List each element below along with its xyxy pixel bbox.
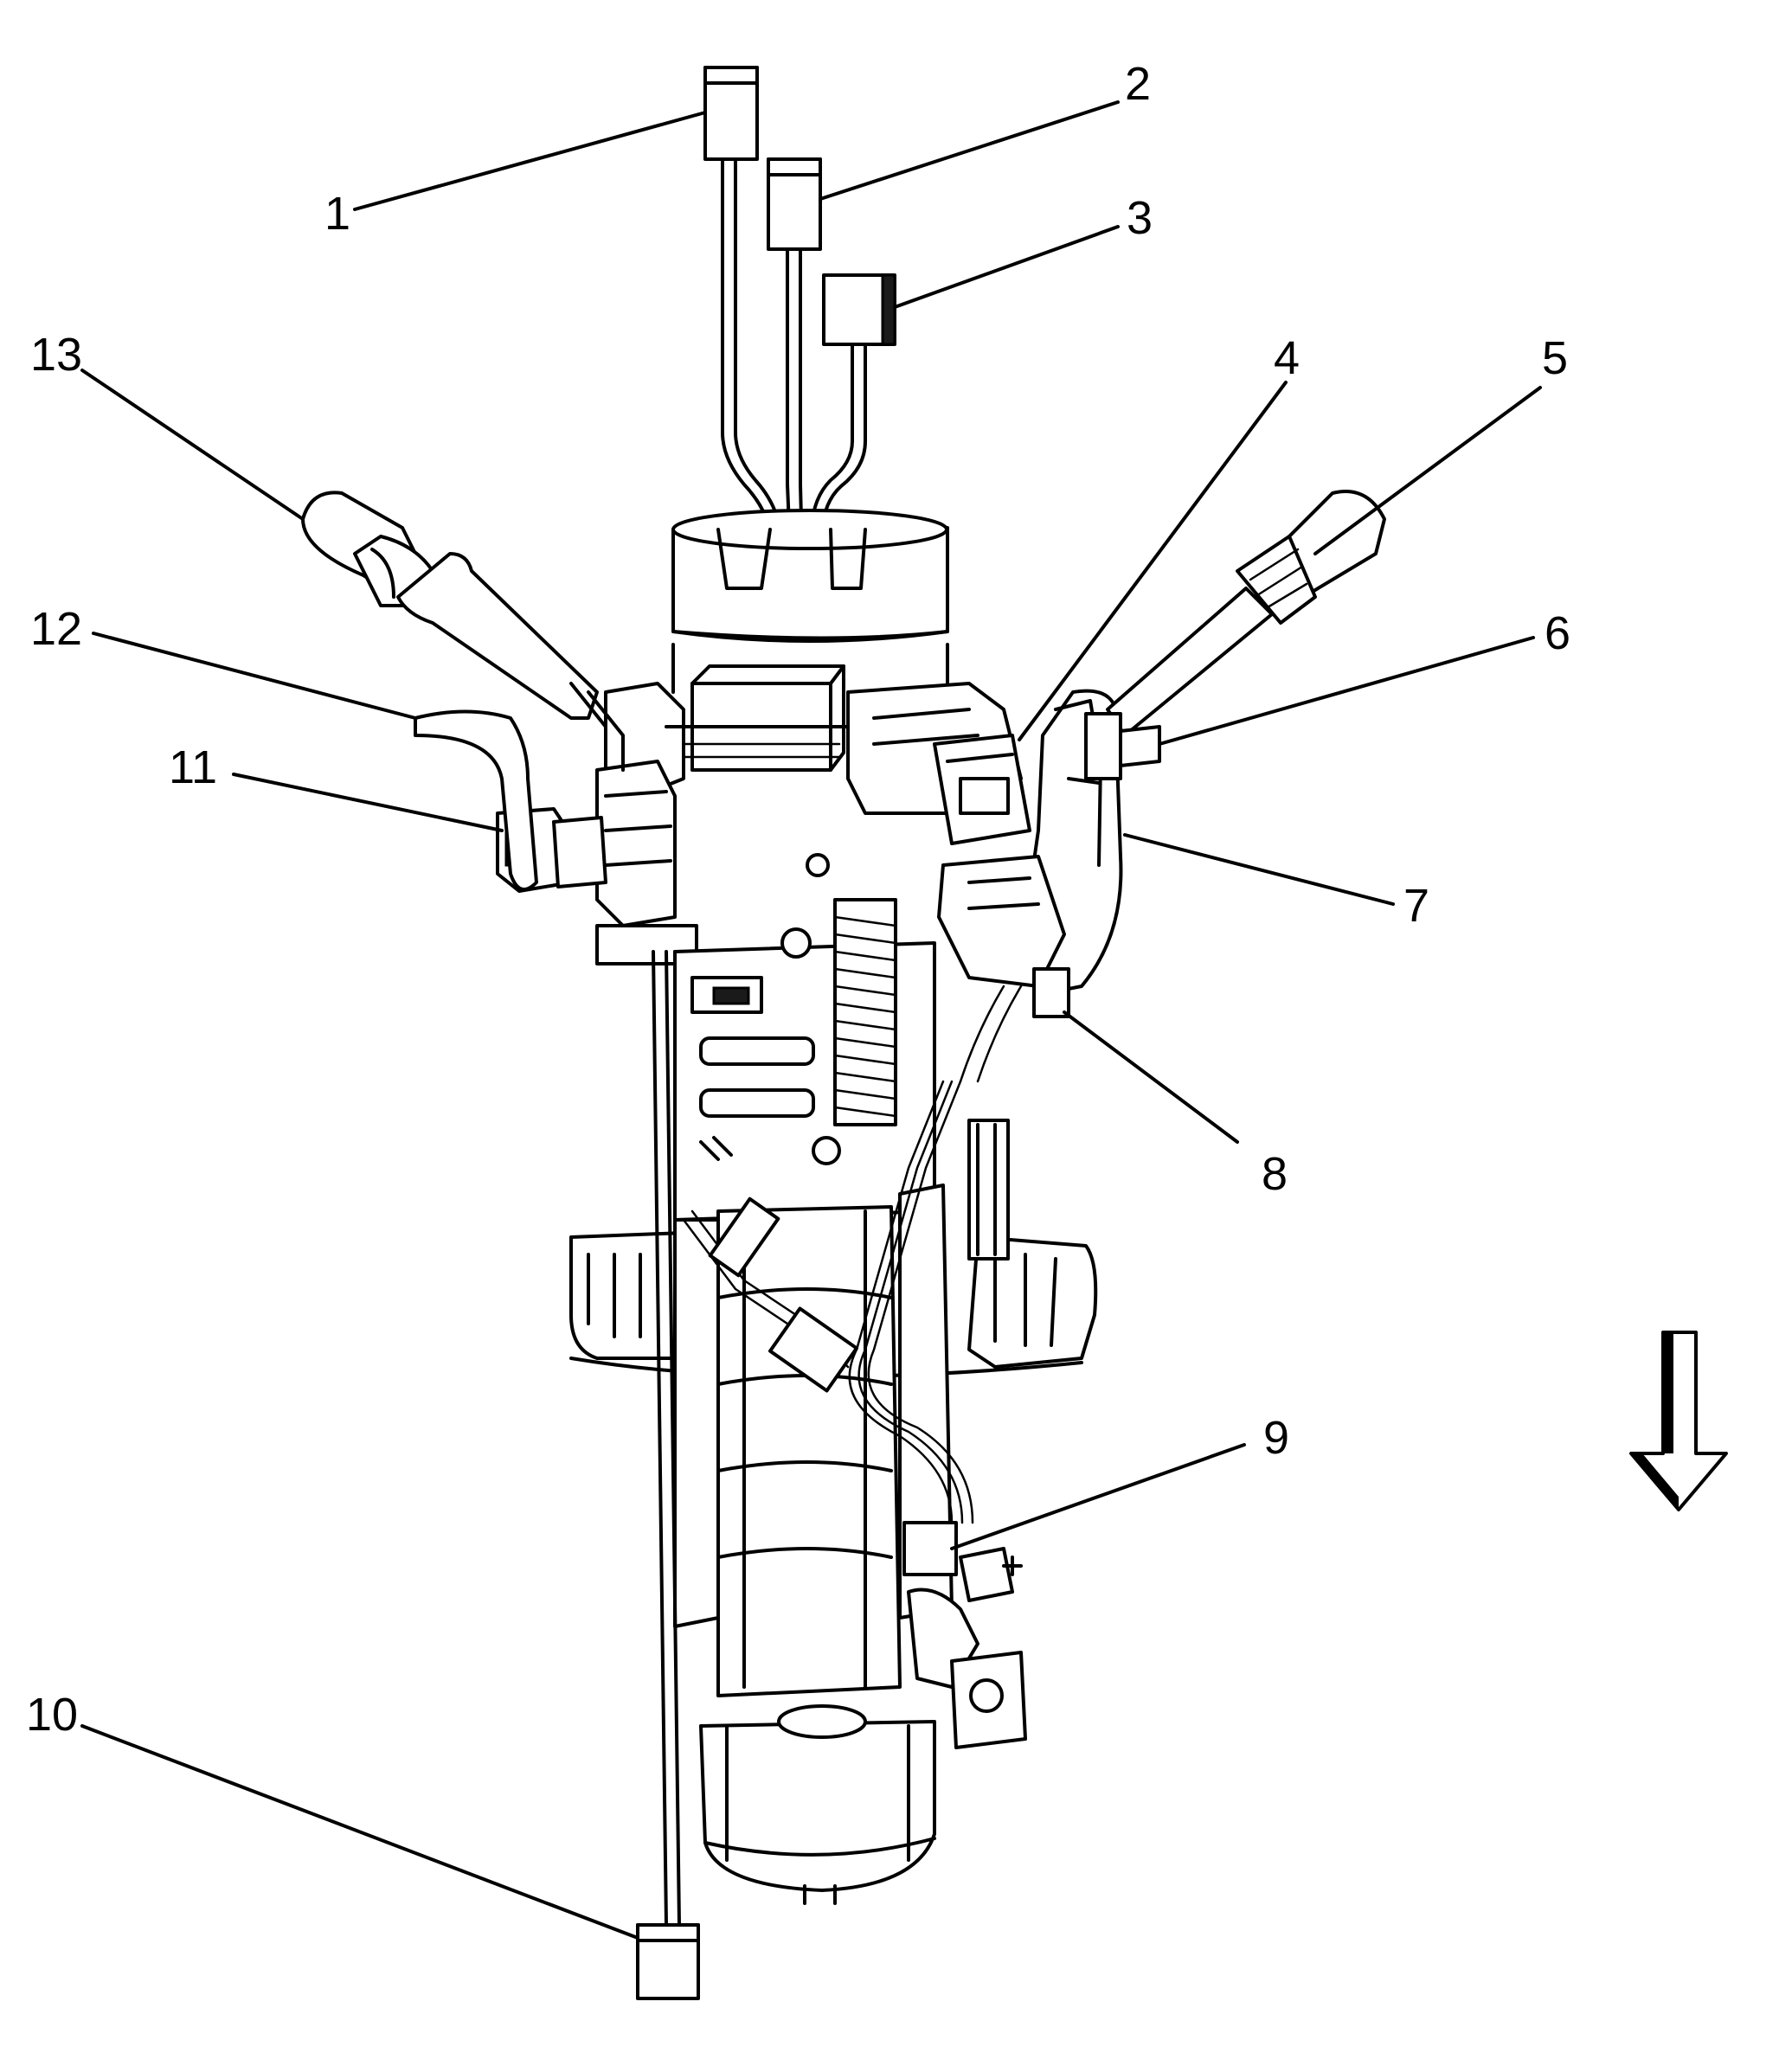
connector-block-4 — [933, 734, 1031, 845]
connector-3 — [822, 273, 896, 346]
callout-1: 1 — [324, 188, 350, 240]
wiper-stalk-5 — [1106, 490, 1386, 737]
lower-column-shaft — [673, 1184, 954, 1697]
right-lower-switch — [937, 855, 1066, 988]
arrow-down-icon — [1629, 1331, 1728, 1511]
lower-module-9 — [902, 1521, 1027, 1749]
callout-4: 4 — [1274, 332, 1300, 384]
callout-11: 11 — [169, 741, 217, 793]
callout-6: 6 — [1545, 607, 1570, 659]
lower-lock-housing — [699, 1704, 936, 1905]
callout-8: 8 — [1262, 1148, 1288, 1200]
column-collar — [671, 509, 949, 694]
multifunction-stalk-13 — [301, 491, 625, 772]
tilt-spring — [780, 853, 897, 1126]
callout-7: 7 — [1403, 880, 1429, 932]
column-wiring — [682, 985, 1023, 1524]
connector-2 — [767, 157, 822, 251]
left-switch-bracket — [595, 760, 698, 965]
callout-5: 5 — [1542, 332, 1568, 384]
callout-2: 2 — [1125, 58, 1151, 110]
leader-lines — [80, 100, 1542, 1940]
connector-1 — [703, 66, 759, 161]
switch-knob-6 — [1084, 712, 1161, 780]
callout-13: 13 — [30, 329, 82, 381]
connector-10 — [636, 950, 700, 2000]
mounting-bracket — [569, 1231, 1098, 1379]
callout-10: 10 — [26, 1689, 78, 1741]
callout-12: 12 — [30, 603, 82, 655]
tilt-lever-12 — [414, 709, 538, 891]
callout-9: 9 — [1263, 1412, 1289, 1464]
connector-8 — [1032, 967, 1070, 1018]
callout-labels: 1 2 3 4 5 6 7 8 9 10 11 12 13 — [26, 58, 1570, 1741]
right-connector-cluster — [967, 1119, 1010, 1261]
callout-3: 3 — [1127, 192, 1153, 244]
